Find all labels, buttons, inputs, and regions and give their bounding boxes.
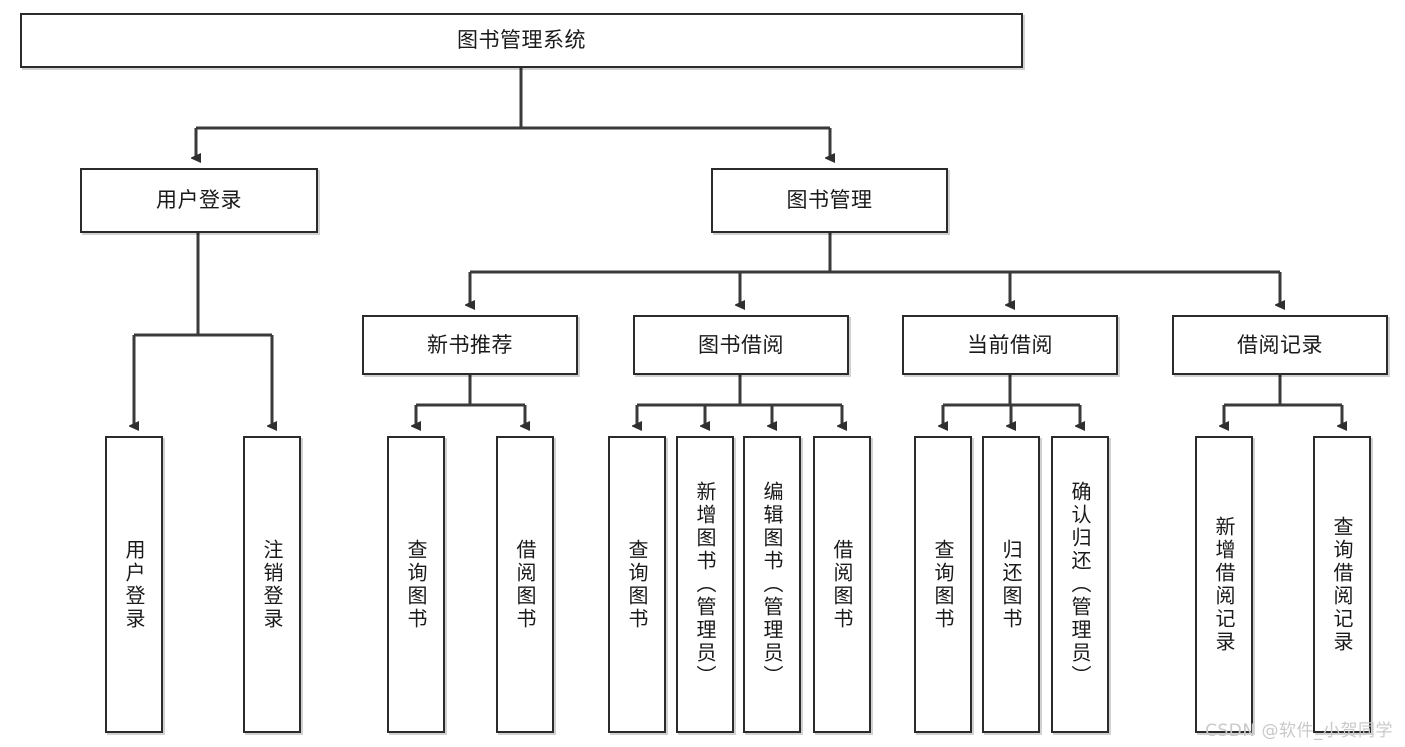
node-new-book-recommend[interactable]: 新书推荐 (362, 315, 578, 375)
leaf-current-borrow-confirm[interactable]: 确认归还（管理员） (1051, 436, 1109, 733)
leaf-book-borrow-edit[interactable]: 编辑图书（管理员） (743, 436, 801, 733)
node-user-login[interactable]: 用户登录 (80, 168, 318, 233)
leaf-book-borrow-add[interactable]: 新增图书（管理员） (676, 436, 734, 733)
leaf-label: 查询图书 (625, 538, 649, 631)
leaf-new-book-borrow[interactable]: 借阅图书 (496, 436, 554, 733)
node-book-borrow-label: 图书借阅 (698, 332, 784, 357)
leaf-label: 新增图书（管理员） (693, 481, 717, 688)
node-root-label: 图书管理系统 (457, 28, 586, 53)
node-book-management-label: 图书管理 (786, 188, 873, 213)
leaf-label: 归还图书 (999, 538, 1023, 631)
leaf-label: 注销登录 (260, 538, 284, 631)
leaf-label: 查询图书 (404, 538, 428, 631)
leaf-borrow-record-query[interactable]: 查询借阅记录 (1313, 436, 1371, 733)
leaf-label: 新增借阅记录 (1212, 515, 1236, 654)
leaf-label: 借阅图书 (830, 538, 854, 631)
leaf-label: 用户登录 (122, 538, 146, 631)
node-user-login-label: 用户登录 (156, 188, 242, 213)
node-borrow-record[interactable]: 借阅记录 (1172, 315, 1388, 375)
leaf-label: 借阅图书 (513, 538, 537, 631)
node-book-borrow[interactable]: 图书借阅 (633, 315, 849, 375)
leaf-book-borrow-query[interactable]: 查询图书 (608, 436, 666, 733)
leaf-label: 编辑图书（管理员） (760, 481, 784, 688)
node-current-borrow[interactable]: 当前借阅 (902, 315, 1118, 375)
node-new-book-recommend-label: 新书推荐 (427, 332, 513, 357)
node-borrow-record-label: 借阅记录 (1237, 332, 1323, 357)
leaf-current-borrow-query[interactable]: 查询图书 (914, 436, 972, 733)
node-current-borrow-label: 当前借阅 (967, 332, 1053, 357)
leaf-label: 确认归还（管理员） (1068, 481, 1092, 688)
leaf-current-borrow-return[interactable]: 归还图书 (982, 436, 1040, 733)
leaf-label: 查询借阅记录 (1330, 515, 1354, 654)
leaf-book-borrow-lend[interactable]: 借阅图书 (813, 436, 871, 733)
leaf-borrow-record-add[interactable]: 新增借阅记录 (1195, 436, 1253, 733)
leaf-new-book-query[interactable]: 查询图书 (387, 436, 445, 733)
node-book-management[interactable]: 图书管理 (711, 168, 948, 233)
leaf-label: 查询图书 (931, 538, 955, 631)
node-root[interactable]: 图书管理系统 (20, 13, 1023, 68)
leaf-user-login-signout[interactable]: 注销登录 (243, 436, 301, 733)
leaf-user-login-signin[interactable]: 用户登录 (105, 436, 163, 733)
